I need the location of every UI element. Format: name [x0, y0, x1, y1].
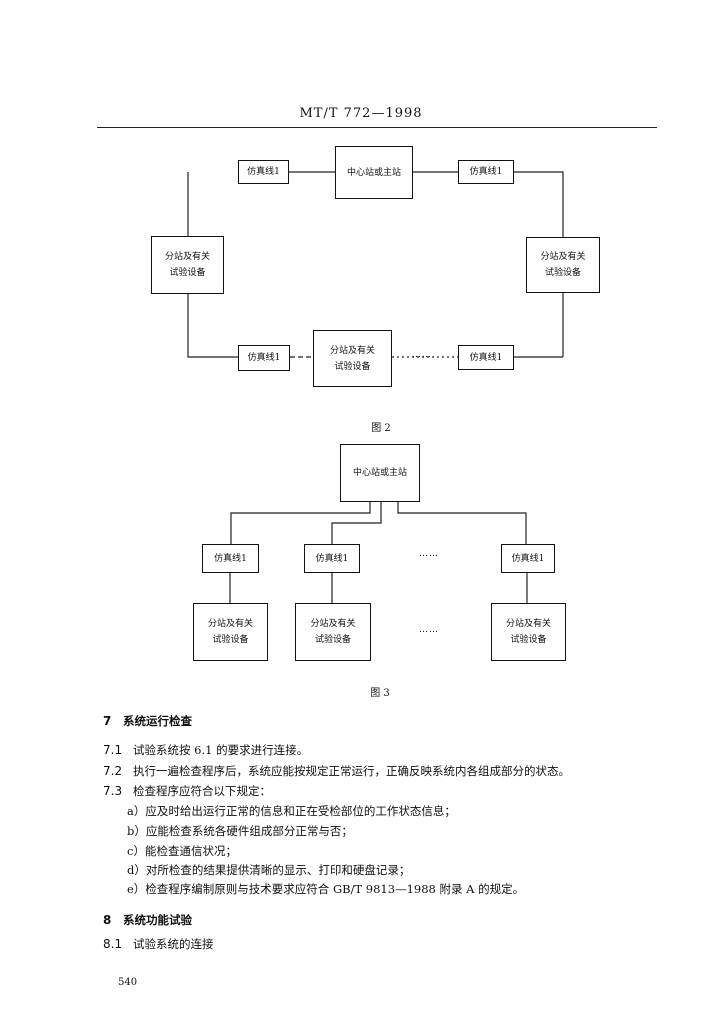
- connector: [397, 502, 527, 544]
- substation-label: 分站及有关: [329, 345, 375, 356]
- substation-box: 分站及有关 试验设备: [193, 603, 268, 661]
- clause-number: 7.1: [103, 743, 123, 757]
- sim-line-box: 仿真线1: [501, 544, 555, 573]
- sim-line-label: 仿真线1: [247, 353, 281, 363]
- clause: 7.3 检查程序应符合以下规定：: [103, 783, 271, 799]
- section-number: 7: [103, 714, 112, 728]
- substation-box: 分站及有关 试验设备: [295, 603, 371, 661]
- substation-label: 分站及有关: [310, 619, 356, 629]
- diagram-connectors: [187, 171, 564, 603]
- clause-text: 试验系统的连接: [133, 937, 214, 951]
- sim-line-box: 仿真线1: [304, 544, 360, 573]
- list-item: c）能检查通信状况；: [127, 844, 237, 858]
- substation-label: 试验设备: [314, 635, 351, 645]
- clause-text: 执行一遍检查程序后，系统应能按规定正常运行，正确反映系统内各组成部分的状态。: [133, 764, 570, 778]
- substation-box: 分站及有关 试验设备: [526, 237, 600, 293]
- center-station-label: 中心站或主站: [352, 468, 407, 478]
- substation-label: 试验设备: [334, 361, 371, 372]
- substation-label: 试验设备: [212, 635, 249, 645]
- substation-label: 试验设备: [544, 268, 581, 278]
- figure-caption: 图 3: [370, 688, 390, 699]
- sim-line-label: 仿真线1: [469, 352, 503, 363]
- list-item: e）检查程序编制原则与技术要求应符合 GB/T 9813—1988 附录 A 的…: [127, 882, 525, 896]
- clause: 7.1 试验系统按 6.1 的要求进行连接。: [103, 742, 308, 758]
- connector: [331, 502, 382, 544]
- sim-line-label: 仿真线1: [469, 167, 503, 177]
- connector: [230, 502, 371, 544]
- substation-label: 分站及有关: [164, 252, 210, 262]
- sim-line-label: 仿真线1: [315, 553, 349, 564]
- list-item: a）应及时给出运行正常的信息和正在受检部位的工作状态信息；: [127, 804, 456, 818]
- substation-label: 分站及有关: [207, 619, 253, 629]
- substation-label: 分站及有关: [505, 619, 551, 629]
- substation-label: 分站及有关: [540, 252, 586, 262]
- clause-number: 7.3: [103, 784, 123, 798]
- sim-line-label: 仿真线1: [214, 553, 247, 564]
- substation-box: 分站及有关 试验设备: [491, 603, 566, 661]
- center-station-box: 中心站或主站: [335, 146, 413, 199]
- list-item: d）对所检查的结果提供清晰的显示、打印和硬盘记录；: [127, 863, 411, 877]
- connector: [514, 171, 564, 237]
- ellipsis: ……: [419, 625, 439, 635]
- section-heading: 7 系统运行检查: [103, 713, 192, 729]
- page-number: 540: [118, 977, 138, 988]
- clause-text: 检查程序应符合以下规定：: [133, 784, 271, 798]
- clause: 7.2 执行一遍检查程序后，系统应能按规定正常运行，正确反映系统内各组成部分的状态…: [103, 763, 570, 779]
- center-station-label: 中心站或主站: [346, 167, 401, 178]
- sim-line-box: 仿真线1: [458, 160, 514, 184]
- sim-line-box: 仿真线1: [202, 544, 259, 573]
- sim-line-label: 仿真线1: [511, 553, 545, 564]
- connector: [187, 294, 238, 358]
- substation-box: 分站及有关 试验设备: [313, 330, 392, 387]
- clause-number: 7.2: [103, 764, 123, 778]
- sim-line-label: 仿真线1: [247, 167, 280, 177]
- ellipsis: ……: [412, 350, 432, 360]
- clause-text: 试验系统按 6.1 的要求进行连接。: [133, 743, 309, 757]
- section-number: 8: [103, 913, 112, 927]
- sim-line-box: 仿真线1: [458, 345, 514, 370]
- sim-line-box: 仿真线1: [238, 160, 289, 184]
- clause-number: 8.1: [103, 937, 123, 951]
- substation-label: 试验设备: [169, 268, 206, 278]
- section-title: 系统功能试验: [123, 913, 192, 927]
- center-station-box: 中心站或主站: [340, 444, 420, 502]
- standard-code: MT/T 772—1998: [299, 106, 423, 121]
- section-heading: 8 系统功能试验: [103, 912, 192, 928]
- figure-caption: 图 2: [371, 423, 391, 434]
- list-item: b）应能检查系统各硬件组成部分正常与否；: [127, 824, 353, 838]
- ellipsis: ……: [419, 549, 439, 559]
- sim-line-box: 仿真线1: [238, 345, 290, 371]
- substation-label: 试验设备: [510, 635, 547, 645]
- substation-box: 分站及有关 试验设备: [151, 236, 224, 294]
- clause: 8.1 试验系统的连接: [103, 936, 214, 952]
- section-title: 系统运行检查: [123, 714, 192, 728]
- header-rule: [97, 127, 657, 128]
